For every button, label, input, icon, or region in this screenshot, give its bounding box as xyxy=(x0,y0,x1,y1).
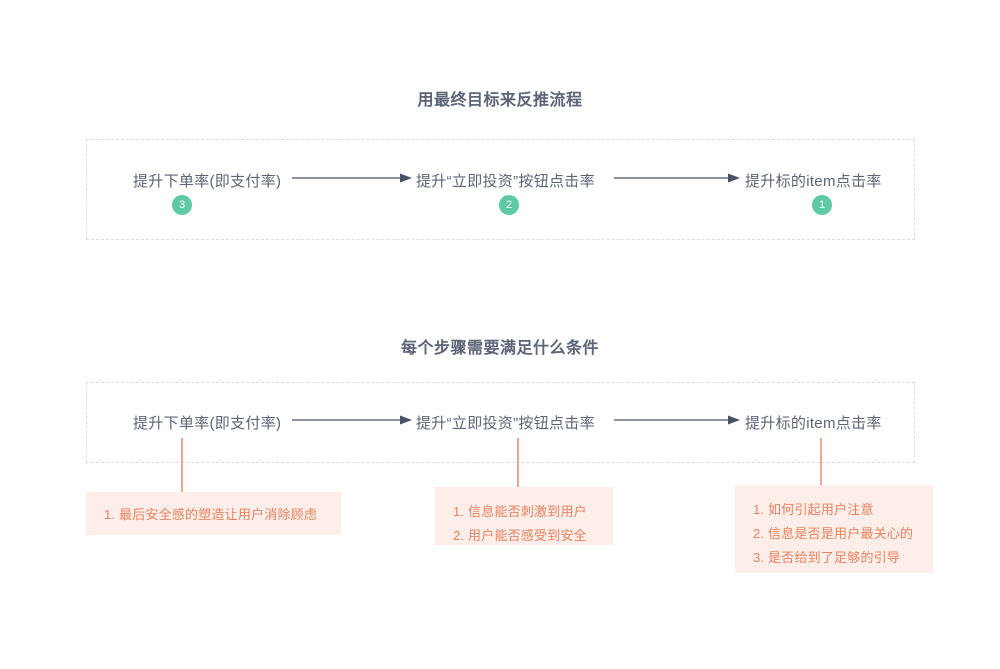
connector-line-1 xyxy=(181,438,183,493)
condition-item: 3. 是否给到了足够的引导 xyxy=(753,550,901,565)
step-badge-2: 2 xyxy=(499,195,519,215)
condition-node-invest-button-ctr: 提升“立即投资”按钮点击率 xyxy=(416,415,595,432)
condition-box-1: 1. 最后安全感的塑造让用户消除顾虑 xyxy=(86,492,341,535)
flow-container-section-1 xyxy=(86,139,915,240)
flow-node-payment-rate: 提升下单率(即支付率) xyxy=(133,173,282,190)
flow-node-invest-button-ctr: 提升“立即投资”按钮点击率 xyxy=(416,173,595,190)
condition-item: 1. 如何引起用户注意 xyxy=(753,502,874,517)
step-badge-3: 3 xyxy=(172,195,192,215)
flow-arrow-2 xyxy=(614,172,740,184)
flow-arrow-1 xyxy=(292,172,412,184)
condition-node-item-ctr: 提升标的item点击率 xyxy=(745,415,882,432)
condition-arrow-2 xyxy=(614,414,740,426)
section-title-goal-backward-flow: 用最终目标来反推流程 xyxy=(417,92,583,109)
condition-arrow-1 xyxy=(292,414,412,426)
condition-item: 2. 信息是否是用户最关心的 xyxy=(753,526,914,541)
condition-item: 1. 信息能否刺激到用户 xyxy=(453,504,587,519)
condition-item: 1. 最后安全感的塑造让用户消除顾虑 xyxy=(104,507,318,522)
connector-line-2 xyxy=(517,438,519,487)
flow-node-item-ctr: 提升标的item点击率 xyxy=(745,173,882,190)
condition-box-2: 1. 信息能否刺激到用户 2. 用户能否感受到安全 xyxy=(435,487,613,545)
condition-box-3: 1. 如何引起用户注意 2. 信息是否是用户最关心的 3. 是否给到了足够的引导 xyxy=(735,485,933,573)
step-badge-1: 1 xyxy=(812,195,832,215)
section-title-step-conditions: 每个步骤需要满足什么条件 xyxy=(400,340,599,357)
condition-node-payment-rate: 提升下单率(即支付率) xyxy=(133,415,282,432)
connector-line-3 xyxy=(820,438,822,486)
condition-item: 2. 用户能否感受到安全 xyxy=(453,528,587,543)
flow-container-section-2 xyxy=(86,382,915,463)
